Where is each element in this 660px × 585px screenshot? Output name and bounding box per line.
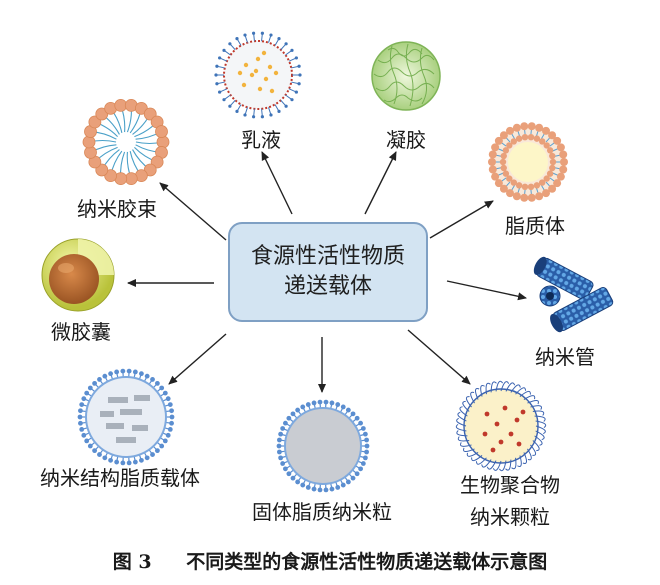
gel-icon (371, 41, 441, 111)
figure-caption: 图 3 不同类型的食源性活性物质递送载体示意图 (0, 547, 660, 574)
sln-icon (276, 399, 370, 493)
label-sln: 固体脂质纳米粒 (252, 500, 392, 524)
caption-number: 图 3 (112, 551, 152, 573)
arrow-to-gel (364, 151, 397, 215)
label-emulsion: 乳液 (241, 128, 281, 152)
arrow-to-micelle (159, 182, 227, 241)
arrow-to-nlc (168, 333, 227, 385)
nanotube-icon (533, 256, 614, 333)
label-liposome: 脂质体 (505, 214, 565, 238)
label-microcapsule: 微胶囊 (51, 320, 111, 344)
arrow-to-nanotube (446, 280, 527, 301)
micelle-icon (82, 98, 170, 186)
biopolymer-nanoparticle-icon (455, 380, 547, 472)
arrow-to-emulsion (261, 151, 293, 215)
label-gel: 凝胶 (386, 128, 426, 152)
center-title-line2: 递送载体 (283, 274, 372, 299)
label-nanotube: 纳米管 (535, 345, 595, 369)
label-polymer-line2: 纳米颗粒 (470, 505, 550, 529)
caption-text: 不同类型的食源性活性物质递送载体示意图 (186, 551, 548, 573)
nlc-icon (77, 368, 175, 466)
arrow-to-polymer (407, 329, 471, 385)
arrow-to-liposome (429, 200, 494, 239)
arrows (127, 151, 527, 393)
label-polymer-line1: 生物聚合物 (460, 473, 560, 497)
liposome-icon (488, 122, 568, 202)
center-title-line1: 食源性活性物质 (250, 244, 405, 269)
label-nlc: 纳米结构脂质载体 (40, 466, 200, 490)
label-micelle: 纳米胶束 (77, 197, 157, 221)
emulsion-icon (214, 31, 302, 119)
microcapsule-icon (41, 238, 115, 312)
center-box: 食源性活性物质 递送载体 (228, 222, 428, 322)
